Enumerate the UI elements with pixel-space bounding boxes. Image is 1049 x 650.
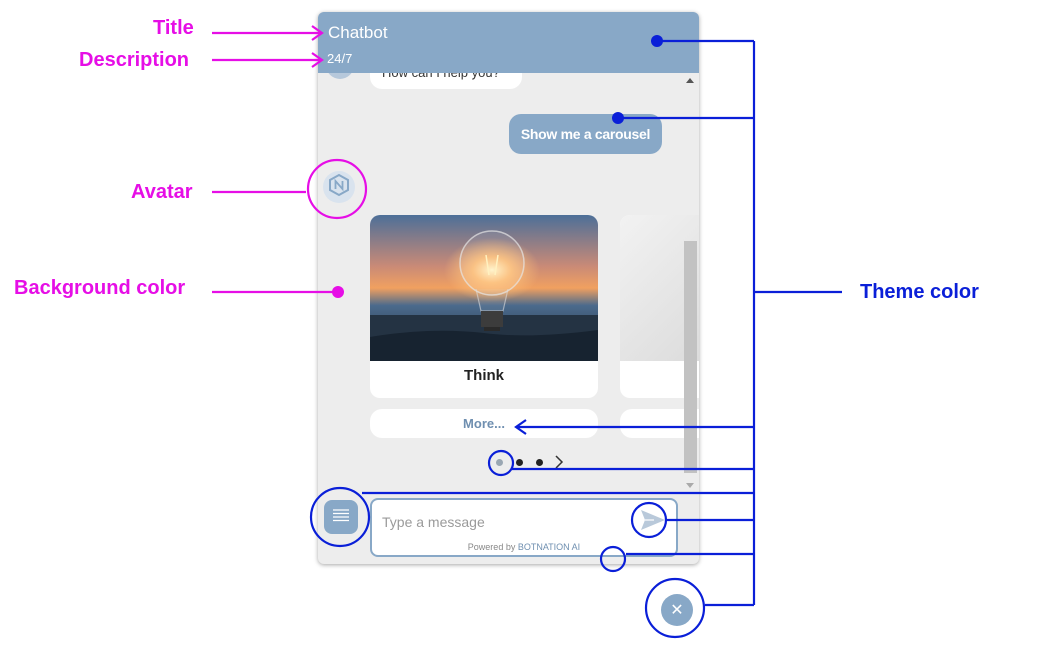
message-input[interactable] [382,510,622,534]
botnation-logo-icon [327,173,351,202]
annotation-background-color: Background color [14,277,186,299]
carousel-dot[interactable] [536,459,543,466]
send-button[interactable] [638,508,668,536]
annotation-description: Description [79,49,190,71]
powered-by-brand[interactable]: BOTNATION AI [517,542,581,552]
bot-avatar [323,171,355,203]
carousel-pagination [494,455,574,471]
carousel-card[interactable]: Think [370,215,598,398]
menu-button[interactable] [324,500,358,534]
user-message: Show me a carousel [509,114,662,154]
annotation-avatar: Avatar [131,181,193,203]
chat-title: Chatbot [328,23,388,42]
close-chat-button[interactable]: ✕ [661,594,693,626]
scroll-thumb[interactable] [684,241,697,473]
chat-widget: Chatbot 24/7 How can I help you? Show me… [318,12,699,564]
send-icon [640,509,666,536]
scrollbar[interactable] [682,73,699,492]
message-list[interactable]: How can I help you? Show me a carousel [318,73,699,492]
message-composer: Powered by BOTNATION AI [370,498,678,557]
card-image-lightbulb [370,215,598,361]
chat-header: Chatbot 24/7 [318,12,699,73]
more-button[interactable]: More... [370,409,598,438]
menu-lines-icon [332,508,350,527]
annotation-theme-color: Theme color [860,281,979,303]
carousel-dot-active[interactable] [496,459,503,466]
powered-by: Powered by BOTNATION AI [372,542,676,552]
close-icon: ✕ [670,602,684,619]
annotation-title: Title [153,17,194,39]
chat-description: 24/7 [327,51,353,66]
title-arrow [212,25,324,41]
bot-message: How can I help you? [370,73,522,89]
powered-by-label: Powered by [467,542,516,552]
card-title: Think [464,367,504,384]
scroll-down-arrow-icon[interactable] [686,483,694,488]
scroll-up-arrow-icon[interactable] [686,78,694,83]
description-arrow [212,52,324,68]
carousel-dot[interactable] [516,459,523,466]
chevron-right-icon[interactable] [554,454,564,474]
bot-avatar-small [326,73,354,79]
